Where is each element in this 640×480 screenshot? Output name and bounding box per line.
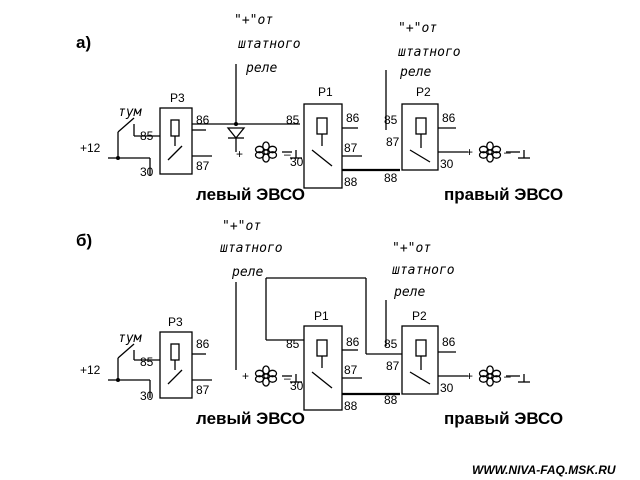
relay-r1-label: Р1 [318, 85, 333, 99]
pin-87: 87 [344, 363, 358, 377]
plus-sign: + [466, 145, 473, 159]
pin-88: 88 [344, 175, 358, 189]
relay-plus-label-line3: реле [245, 61, 277, 76]
pin-86: 86 [196, 337, 210, 351]
power-label: +12 [80, 363, 101, 377]
right-fan-label: правый ЭВСО [444, 409, 563, 428]
left-fan-label: левый ЭВСО [196, 409, 305, 428]
pin-88: 88 [384, 393, 398, 407]
power-label: +12 [80, 141, 101, 155]
relay-r1-label: Р1 [314, 309, 329, 323]
relay-plus-label-line3: реле [231, 265, 263, 280]
relay-plus-label-line3: реле [393, 285, 425, 300]
relay-plus-label-line1: "+"от [222, 219, 261, 234]
pin-87: 87 [196, 383, 210, 397]
right-fan-label: правый ЭВСО [444, 185, 563, 204]
pin-85: 85 [140, 355, 154, 369]
relay-r2-label: Р2 [416, 85, 431, 99]
relay-r1 [303, 325, 343, 411]
pin-85: 85 [140, 129, 154, 143]
fan-right-icon [478, 141, 502, 163]
pin-30: 30 [290, 155, 304, 169]
pin-30: 30 [140, 389, 154, 403]
relay-plus-label-line2: штатного [398, 45, 461, 60]
minus-sign: – [284, 147, 291, 161]
relay-r2 [401, 103, 439, 171]
minus-sign: – [284, 371, 291, 385]
fan-right-icon [478, 365, 502, 387]
pin-30: 30 [140, 165, 154, 179]
relay-r3 [159, 107, 193, 175]
left-fan-label: левый ЭВСО [196, 185, 305, 204]
relay-plus-label-line2: штатного [392, 263, 455, 278]
relay-r2 [401, 325, 439, 395]
plus-sign: + [466, 369, 473, 383]
fan-left-icon [254, 365, 278, 387]
toggle-label: тум [118, 331, 143, 346]
section-label-b: б) [76, 231, 92, 250]
pin-87: 87 [344, 141, 358, 155]
relay-plus-label-line1: "+"от [234, 13, 273, 28]
diagram-b: б) "+"от штатного реле "+"от штатного ре… [76, 219, 563, 428]
plus-sign: + [236, 147, 243, 161]
relay-r3-label: Р3 [168, 315, 183, 329]
relay-r3-label: Р3 [170, 91, 185, 105]
pin-85: 85 [384, 337, 398, 351]
relay-r3 [159, 331, 193, 399]
pin-30: 30 [290, 379, 304, 393]
relay-plus-label-line2: штатного [238, 37, 301, 52]
pin-85: 85 [286, 337, 300, 351]
plus-sign: + [242, 369, 249, 383]
pin-30: 30 [440, 157, 454, 171]
pin-30: 30 [440, 381, 454, 395]
pin-87: 87 [386, 135, 400, 149]
pin-88: 88 [344, 399, 358, 413]
pin-87: 87 [196, 159, 210, 173]
fan-left-icon [254, 141, 278, 163]
relay-plus-label-line1: "+"от [392, 241, 431, 256]
pin-85: 85 [384, 113, 398, 127]
pin-86: 86 [346, 111, 360, 125]
relay-plus-label-line1: "+"от [398, 21, 437, 36]
relay-r2-label: Р2 [412, 309, 427, 323]
pin-87: 87 [386, 359, 400, 373]
pin-85: 85 [286, 113, 300, 127]
section-label-a: а) [76, 33, 91, 52]
relay-plus-label-line2: штатного [220, 241, 283, 256]
diagram-a: а) "+"от штатного реле "+"от штатного ре… [76, 13, 563, 204]
relay-plus-label-line3: реле [399, 65, 431, 80]
footer-url: WWW.NIVA-FAQ.MSK.RU [472, 463, 616, 477]
relay-r1 [303, 103, 343, 189]
pin-86: 86 [442, 111, 456, 125]
toggle-label: тум [118, 105, 143, 120]
pin-88: 88 [384, 171, 398, 185]
pin-86: 86 [346, 335, 360, 349]
pin-86: 86 [196, 113, 210, 127]
pin-86: 86 [442, 335, 456, 349]
